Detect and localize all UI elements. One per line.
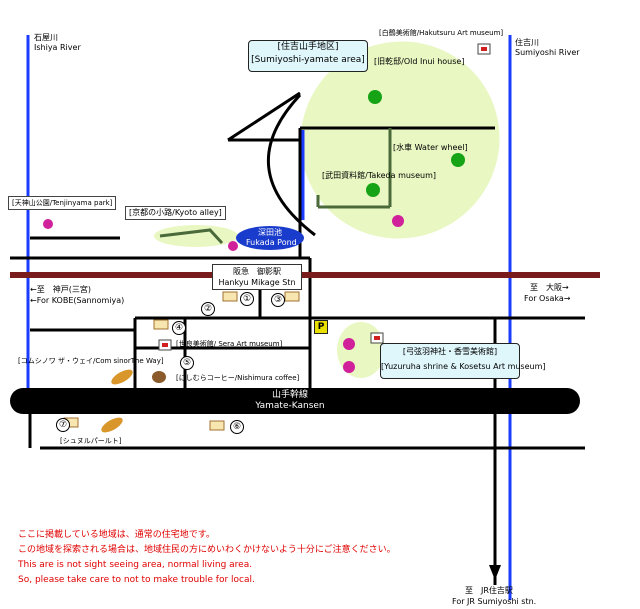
yamate-kansen-road [10, 388, 580, 414]
nishimura-label: [にしむらコーヒー/Nishimura coffee] [176, 374, 300, 382]
marker-4: ④ [172, 321, 186, 335]
yuzuruha-label-en: [Yuzuruha shrine & Kosetsu Art museum] [381, 362, 546, 371]
hakutsuru-label: [白鶴美術館/Hakutsuru Art museum] [379, 29, 504, 37]
marker-5: ⑤ [180, 356, 194, 370]
pond-label-en: Fukada Pond [246, 238, 297, 247]
notice-line-3: This are is not sight seeing area, norma… [18, 560, 253, 570]
notice-line-2: この地域を探索される場合は、地域住民の方にめいわくかけないよう十分にご注意くださ… [18, 545, 396, 555]
sumiyoshi-river-label-en: Sumiyoshi River [515, 48, 580, 57]
takeda-marker [366, 183, 380, 197]
pond-label-jp: 深田池 [258, 228, 282, 237]
sumiyoshi-river-label-jp: 住吉川 [515, 38, 539, 47]
ishiya-river-label-en: Ishiya River [34, 43, 81, 52]
station-label-jp: 阪急 御影駅 [233, 267, 281, 276]
jr-arrow [489, 565, 501, 580]
direction-osaka-jp: 至 大阪→ [530, 283, 569, 292]
direction-kobe-jp: ←至 神戸(三宮) [30, 285, 91, 294]
walking-route [159, 128, 392, 245]
notice: ここに掲載している地域は、通常の住宅地です。 この地域を探索される場合は、地域住… [18, 528, 396, 588]
flower-markers [43, 215, 404, 373]
parking-icon: P [314, 320, 328, 334]
shusulbert-label: [シュヌルパールト] [60, 437, 122, 445]
fukada-pond [236, 226, 304, 250]
road-label-jp: 山手幹線 [271, 390, 308, 400]
shop-icons [63, 291, 300, 433]
marker-6: ⑥ [230, 420, 244, 434]
marker-3: ③ [271, 293, 285, 307]
station-label-en: Hankyu Mikage Stn [218, 278, 296, 287]
sumiyoshi-yamate-area-panel: [住吉山手地区] [Sumiyoshi-yamate area] [248, 40, 368, 72]
kyoto-alley-label: [京都の小路/Kyoto alley] [125, 206, 226, 220]
takeda-label: [武田資料館/Takeda museum] [322, 171, 437, 180]
sumiyoshi-yamate-green-area [300, 41, 500, 239]
yuzuruha-label-jp: [弓弦羽神社・香雪美術館] [402, 347, 498, 356]
area-title: [住吉山手地区] [277, 42, 339, 52]
road-label-en: Yamate-Kansen [255, 401, 325, 411]
water-wheel-marker [451, 153, 465, 167]
old-inui-label: [旧乾邸/Old Inui house] [374, 57, 465, 66]
cornsinor-label: [コムシノワ ザ・ウェイ/Com sinorThe Way] [18, 357, 164, 365]
hankyu-mikage-station: 阪急 御影駅 Hankyu Mikage Stn [212, 264, 302, 290]
direction-osaka-en: For Osaka→ [524, 294, 571, 303]
direction-jr-jp: 至 JR住吉駅 [465, 586, 513, 595]
direction-jr-en: For JR Sumiyoshi stn. [452, 597, 537, 606]
yuzuruha-panel: [弓弦羽神社・香雪美術館] [Yuzuruha shrine & Kosetsu… [380, 343, 546, 379]
ishiya-river-label-jp: 石屋川 [34, 33, 58, 42]
old-inui-marker [368, 90, 382, 104]
sera-label: [世良美術館/ Sera Art museum] [176, 340, 283, 348]
marker-1: ① [240, 292, 254, 306]
water-wheel-label: [水車 Water wheel] [393, 143, 468, 152]
marker-7: ⑦ [56, 418, 70, 432]
kyoto-alley-green-area [154, 225, 238, 247]
notice-line-1: ここに掲載している地域は、通常の住宅地です。 [18, 530, 215, 540]
marker-2: ② [201, 302, 215, 316]
direction-kobe-en: ←For KOBE(Sannomiya) [30, 296, 125, 305]
roads [10, 91, 585, 585]
area-subtitle: [Sumiyoshi-yamate area] [251, 55, 365, 65]
tenjinyama-label: [天神山公園/Tenjinyama park] [8, 196, 117, 210]
museum-icons [158, 43, 491, 351]
notice-line-4: So, please take care to not to make trou… [18, 575, 255, 585]
